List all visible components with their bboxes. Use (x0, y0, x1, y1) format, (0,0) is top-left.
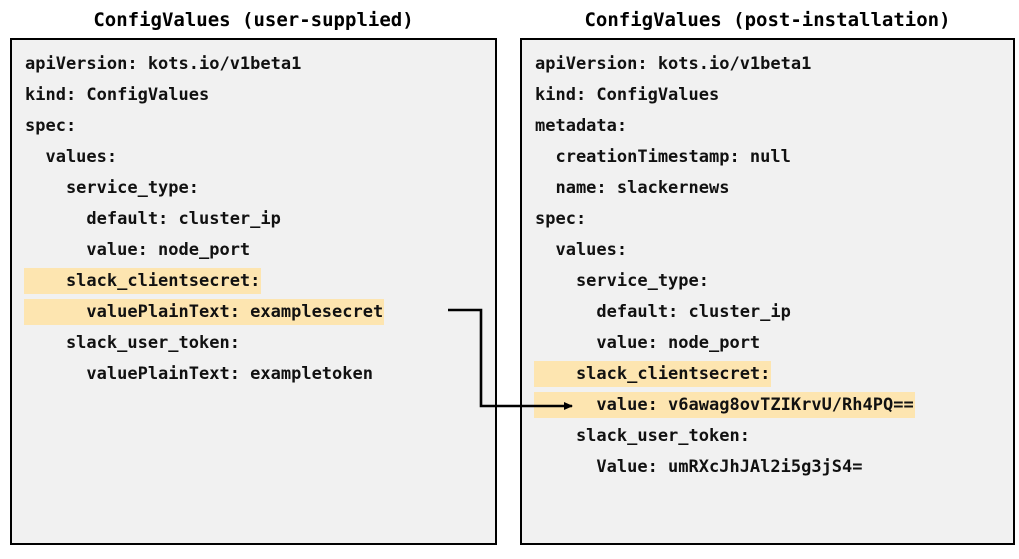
right-code-line-text: value: node_port (535, 333, 761, 353)
left-code-line: spec: (24, 111, 495, 142)
left-code-line: valuePlainText: examplesecret (24, 297, 495, 328)
left-code-line-text: apiVersion: kots.io/v1beta1 (25, 54, 302, 74)
right-code-line: name: slackernews (534, 173, 1013, 204)
right-code-line-text: creationTimestamp: null (535, 147, 791, 167)
right-code-line-text: spec: (535, 209, 587, 229)
left-yaml-code-block: apiVersion: kots.io/v1beta1 kind: ConfigV… (24, 49, 495, 390)
left-code-line-text: kind: ConfigValues (25, 85, 210, 105)
right-code-line: apiVersion: kots.io/v1beta1 (534, 49, 1013, 80)
right-code-line: value: v6awag8ovTZIKrvU/Rh4PQ== (534, 390, 1013, 421)
right-code-line: creationTimestamp: null (534, 142, 1013, 173)
left-code-line-text: valuePlainText: examplesecret (24, 299, 385, 325)
left-code-line: apiVersion: kots.io/v1beta1 (24, 49, 495, 80)
right-code-line: slack_clientsecret: (534, 359, 1013, 390)
left-code-line: value: node_port (24, 235, 495, 266)
left-code-line-text: valuePlainText: exampletoken (25, 364, 373, 384)
left-code-line-text: spec: (25, 116, 77, 136)
left-code-line: slack_user_token: (24, 328, 495, 359)
right-code-line-text: apiVersion: kots.io/v1beta1 (535, 54, 812, 74)
left-code-line-text: value: node_port (25, 240, 251, 260)
left-code-line-text: service_type: (25, 178, 199, 198)
right-yaml-code-block: apiVersion: kots.io/v1beta1 kind: ConfigV… (534, 49, 1013, 483)
right-code-line: default: cluster_ip (534, 297, 1013, 328)
right-code-line-text: slack_user_token: (535, 426, 750, 446)
left-panel-title: ConfigValues (user-supplied) (93, 9, 414, 31)
right-code-line: metadata: (534, 111, 1013, 142)
right-yaml-panel: apiVersion: kots.io/v1beta1 kind: ConfigV… (520, 38, 1015, 545)
right-code-line: spec: (534, 204, 1013, 235)
right-code-line: slack_user_token: (534, 421, 1013, 452)
left-code-line: values: (24, 142, 495, 173)
left-code-line: slack_clientsecret: (24, 266, 495, 297)
left-code-line-text: default: cluster_ip (25, 209, 281, 229)
right-code-line-text: slack_clientsecret: (534, 361, 772, 387)
left-code-line-text: slack_clientsecret: (24, 268, 262, 294)
right-code-line-text: value: v6awag8ovTZIKrvU/Rh4PQ== (534, 392, 915, 418)
right-code-line-text: service_type: (535, 271, 709, 291)
right-panel-title: ConfigValues (post-installation) (584, 9, 951, 31)
right-code-line-text: values: (535, 240, 628, 260)
left-code-line: valuePlainText: exampletoken (24, 359, 495, 390)
left-code-line-text: slack_user_token: (25, 333, 240, 353)
left-code-line: service_type: (24, 173, 495, 204)
left-code-line: default: cluster_ip (24, 204, 495, 235)
right-code-line: value: node_port (534, 328, 1013, 359)
right-code-line-text: name: slackernews (535, 178, 730, 198)
left-yaml-panel: apiVersion: kots.io/v1beta1 kind: ConfigV… (10, 38, 497, 545)
right-code-line: service_type: (534, 266, 1013, 297)
right-code-line-text: metadata: (535, 116, 628, 136)
right-code-line: Value: umRXcJhJAl2i5g3jS4= (534, 452, 1013, 483)
left-code-line: kind: ConfigValues (24, 80, 495, 111)
right-code-line: kind: ConfigValues (534, 80, 1013, 111)
right-code-line-text: default: cluster_ip (535, 302, 791, 322)
left-code-line-text: values: (25, 147, 118, 167)
right-code-line-text: kind: ConfigValues (535, 85, 720, 105)
right-code-line-text: Value: umRXcJhJAl2i5g3jS4= (535, 457, 863, 477)
right-code-line: values: (534, 235, 1013, 266)
